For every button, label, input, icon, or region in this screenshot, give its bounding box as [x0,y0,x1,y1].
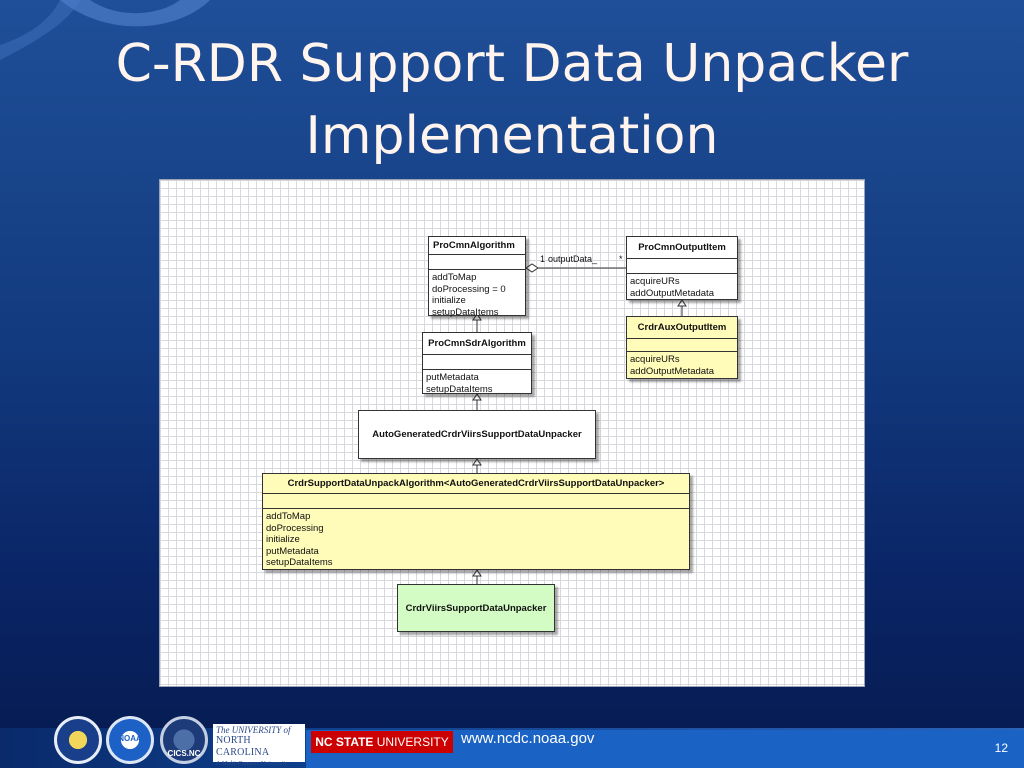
operation: setupDataItems [426,383,493,395]
operation: setupDataItems [266,557,333,568]
class-name: ProCmnOutputItem [627,237,737,259]
attributes-compartment [627,339,737,352]
class-autogeneratedcrdrviirssupportdataunpacker[interactable]: AutoGeneratedCrdrViirsSupportDataUnpacke… [358,410,596,459]
class-name: CrdrAuxOutputItem [627,317,737,339]
class-name: AutoGeneratedCrdrViirsSupportDataUnpacke… [372,429,582,440]
operation: initialize [432,295,466,306]
class-name: ProCmnAlgorithm [429,237,525,255]
operation: addToMap [432,272,477,283]
uml-class-diagram: 1 outputData_ * ProCmnAlgorithm addToMap… [159,179,865,687]
unc-logo-line-1: The UNIVERSITY of [216,725,291,735]
cics-nc-logo-text: CICS.NC [167,749,201,758]
operation: setupDataItems [432,306,499,318]
operations-compartment: acquireURs addOutputMetadata [627,274,737,301]
doc-seal-logo [54,716,102,764]
unc-logo: The UNIVERSITY of NORTH CAROLINA A Multi… [213,724,305,767]
class-crdrsupportdataunpackalgorithm[interactable]: CrdrSupportDataUnpackAlgorithm<AutoGener… [262,473,690,570]
generalization-arrow-unpackalg [472,458,482,466]
footer-url-link[interactable]: www.ncdc.noaa.gov [461,730,595,747]
ncsu-logo: NC STATE UNIVERSITY [311,731,453,753]
aggregation-diamond [525,263,539,273]
operation: initialize [266,534,300,545]
diagram-connectors [472,263,687,584]
operation: acquireURs [630,354,680,365]
generalization-arrow-sdr [472,313,482,321]
operation: acquireURs [630,276,680,287]
class-procmnoutputitem[interactable]: ProCmnOutputItem acquireURs addOutputMet… [626,236,738,300]
unc-logo-line-2: NORTH CAROLINA [216,735,270,758]
operation: putMetadata [266,545,319,557]
operations-compartment: addToMap doProcessing initialize putMeta… [263,509,689,571]
class-name: ProCmnSdrAlgorithm [423,333,531,355]
attributes-compartment [627,259,737,274]
operation: doProcessing = 0 [432,283,506,295]
class-crdrauxoutputitem[interactable]: CrdrAuxOutputItem acquireURs addOutputMe… [626,316,738,379]
operations-compartment: putMetadata setupDataItems [423,370,531,397]
operation: putMetadata [426,372,479,383]
cics-nc-logo: CICS.NC [160,716,208,764]
background-swoosh [0,0,210,60]
operation: doProcessing [266,522,324,534]
slide-title: C-RDR Support Data Unpacker Implementati… [0,28,1024,172]
class-name: CrdrSupportDataUnpackAlgorithm<AutoGener… [263,474,689,494]
noaa-logo-text: NOAA [118,734,142,743]
attributes-compartment [263,494,689,509]
operation: addToMap [266,511,311,522]
noaa-logo: NOAA [106,716,154,764]
generalization-arrow-aux [677,299,687,307]
unc-logo-line-3: A Multi-Campus University [216,760,288,767]
class-procmnsdralgorithm[interactable]: ProCmnSdrAlgorithm putMetadata setupData… [422,332,532,397]
association-multiplicity-from: 1 [540,254,546,264]
ncsu-logo-bold: NC STATE [315,735,374,749]
generalization-arrow-viirs [472,569,482,577]
ncsu-logo-rest: UNIVERSITY [373,735,449,749]
class-crdrviirssupportdataunpacker[interactable]: CrdrViirsSupportDataUnpacker [397,584,555,632]
generalization-arrow-autogen [472,393,482,401]
operations-compartment: acquireURs addOutputMetadata [627,352,737,379]
association-multiplicity-to: * [619,254,623,264]
attributes-compartment [429,255,525,270]
attributes-compartment [423,355,531,370]
slide-title-line-1: C-RDR Support Data Unpacker [115,34,909,94]
operations-compartment: addToMap doProcessing = 0 initialize set… [429,270,525,320]
slide-title-line-2: Implementation [305,106,719,166]
class-name: CrdrViirsSupportDataUnpacker [405,602,547,614]
class-procmnalgorithm[interactable]: ProCmnAlgorithm addToMap doProcessing = … [428,236,526,318]
operation: addOutputMetadata [630,365,714,377]
operation: addOutputMetadata [630,287,714,299]
page-number: 12 [994,741,1008,755]
association-role-label: outputData_ [548,254,598,264]
